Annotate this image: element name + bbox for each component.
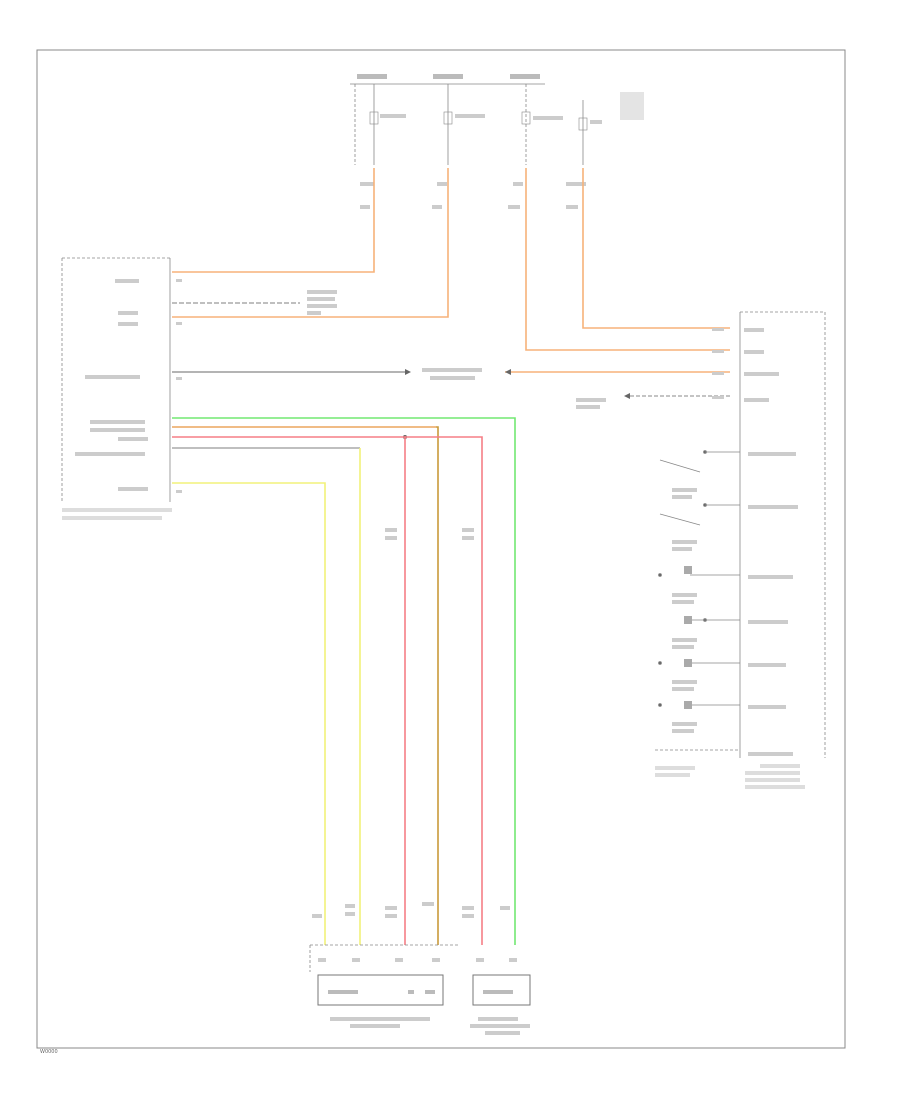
wire-brown <box>172 426 439 945</box>
switches-and-sensors <box>655 450 740 751</box>
wire-red-2 <box>405 436 483 945</box>
wire-red-1 <box>172 436 406 945</box>
left-seat-connector <box>309 944 460 1028</box>
wire-fuse3-to-occupant-module <box>525 168 730 351</box>
switch-1 <box>659 450 740 499</box>
sensor-2 <box>672 616 740 649</box>
wire-green <box>172 417 516 945</box>
switch-2 <box>659 503 740 551</box>
right-seat-connector <box>470 958 531 1035</box>
fuse-4 <box>578 100 602 165</box>
occupant-classification-module <box>655 311 826 789</box>
gray-wires <box>172 290 730 449</box>
wire-tags <box>312 528 510 918</box>
wire-fuse2-to-module <box>172 168 449 318</box>
sensor-3 <box>658 659 740 691</box>
fuse-1 <box>369 84 406 165</box>
orange-wires <box>172 168 730 373</box>
colored-wires <box>172 417 516 945</box>
wire-yellow-2 <box>172 482 326 945</box>
diagram-frame <box>36 49 846 1049</box>
diagram-code: W0000 <box>40 1049 58 1055</box>
fuse-2 <box>443 84 485 165</box>
left-control-module <box>61 257 182 520</box>
sensor-1 <box>658 566 740 604</box>
wire-fuse4-to-occupant-module <box>582 168 730 329</box>
sensor-4 <box>658 701 740 733</box>
fuse-3 <box>521 84 563 165</box>
fuse-block <box>350 74 644 209</box>
wire-fuse1-to-module <box>172 168 375 273</box>
